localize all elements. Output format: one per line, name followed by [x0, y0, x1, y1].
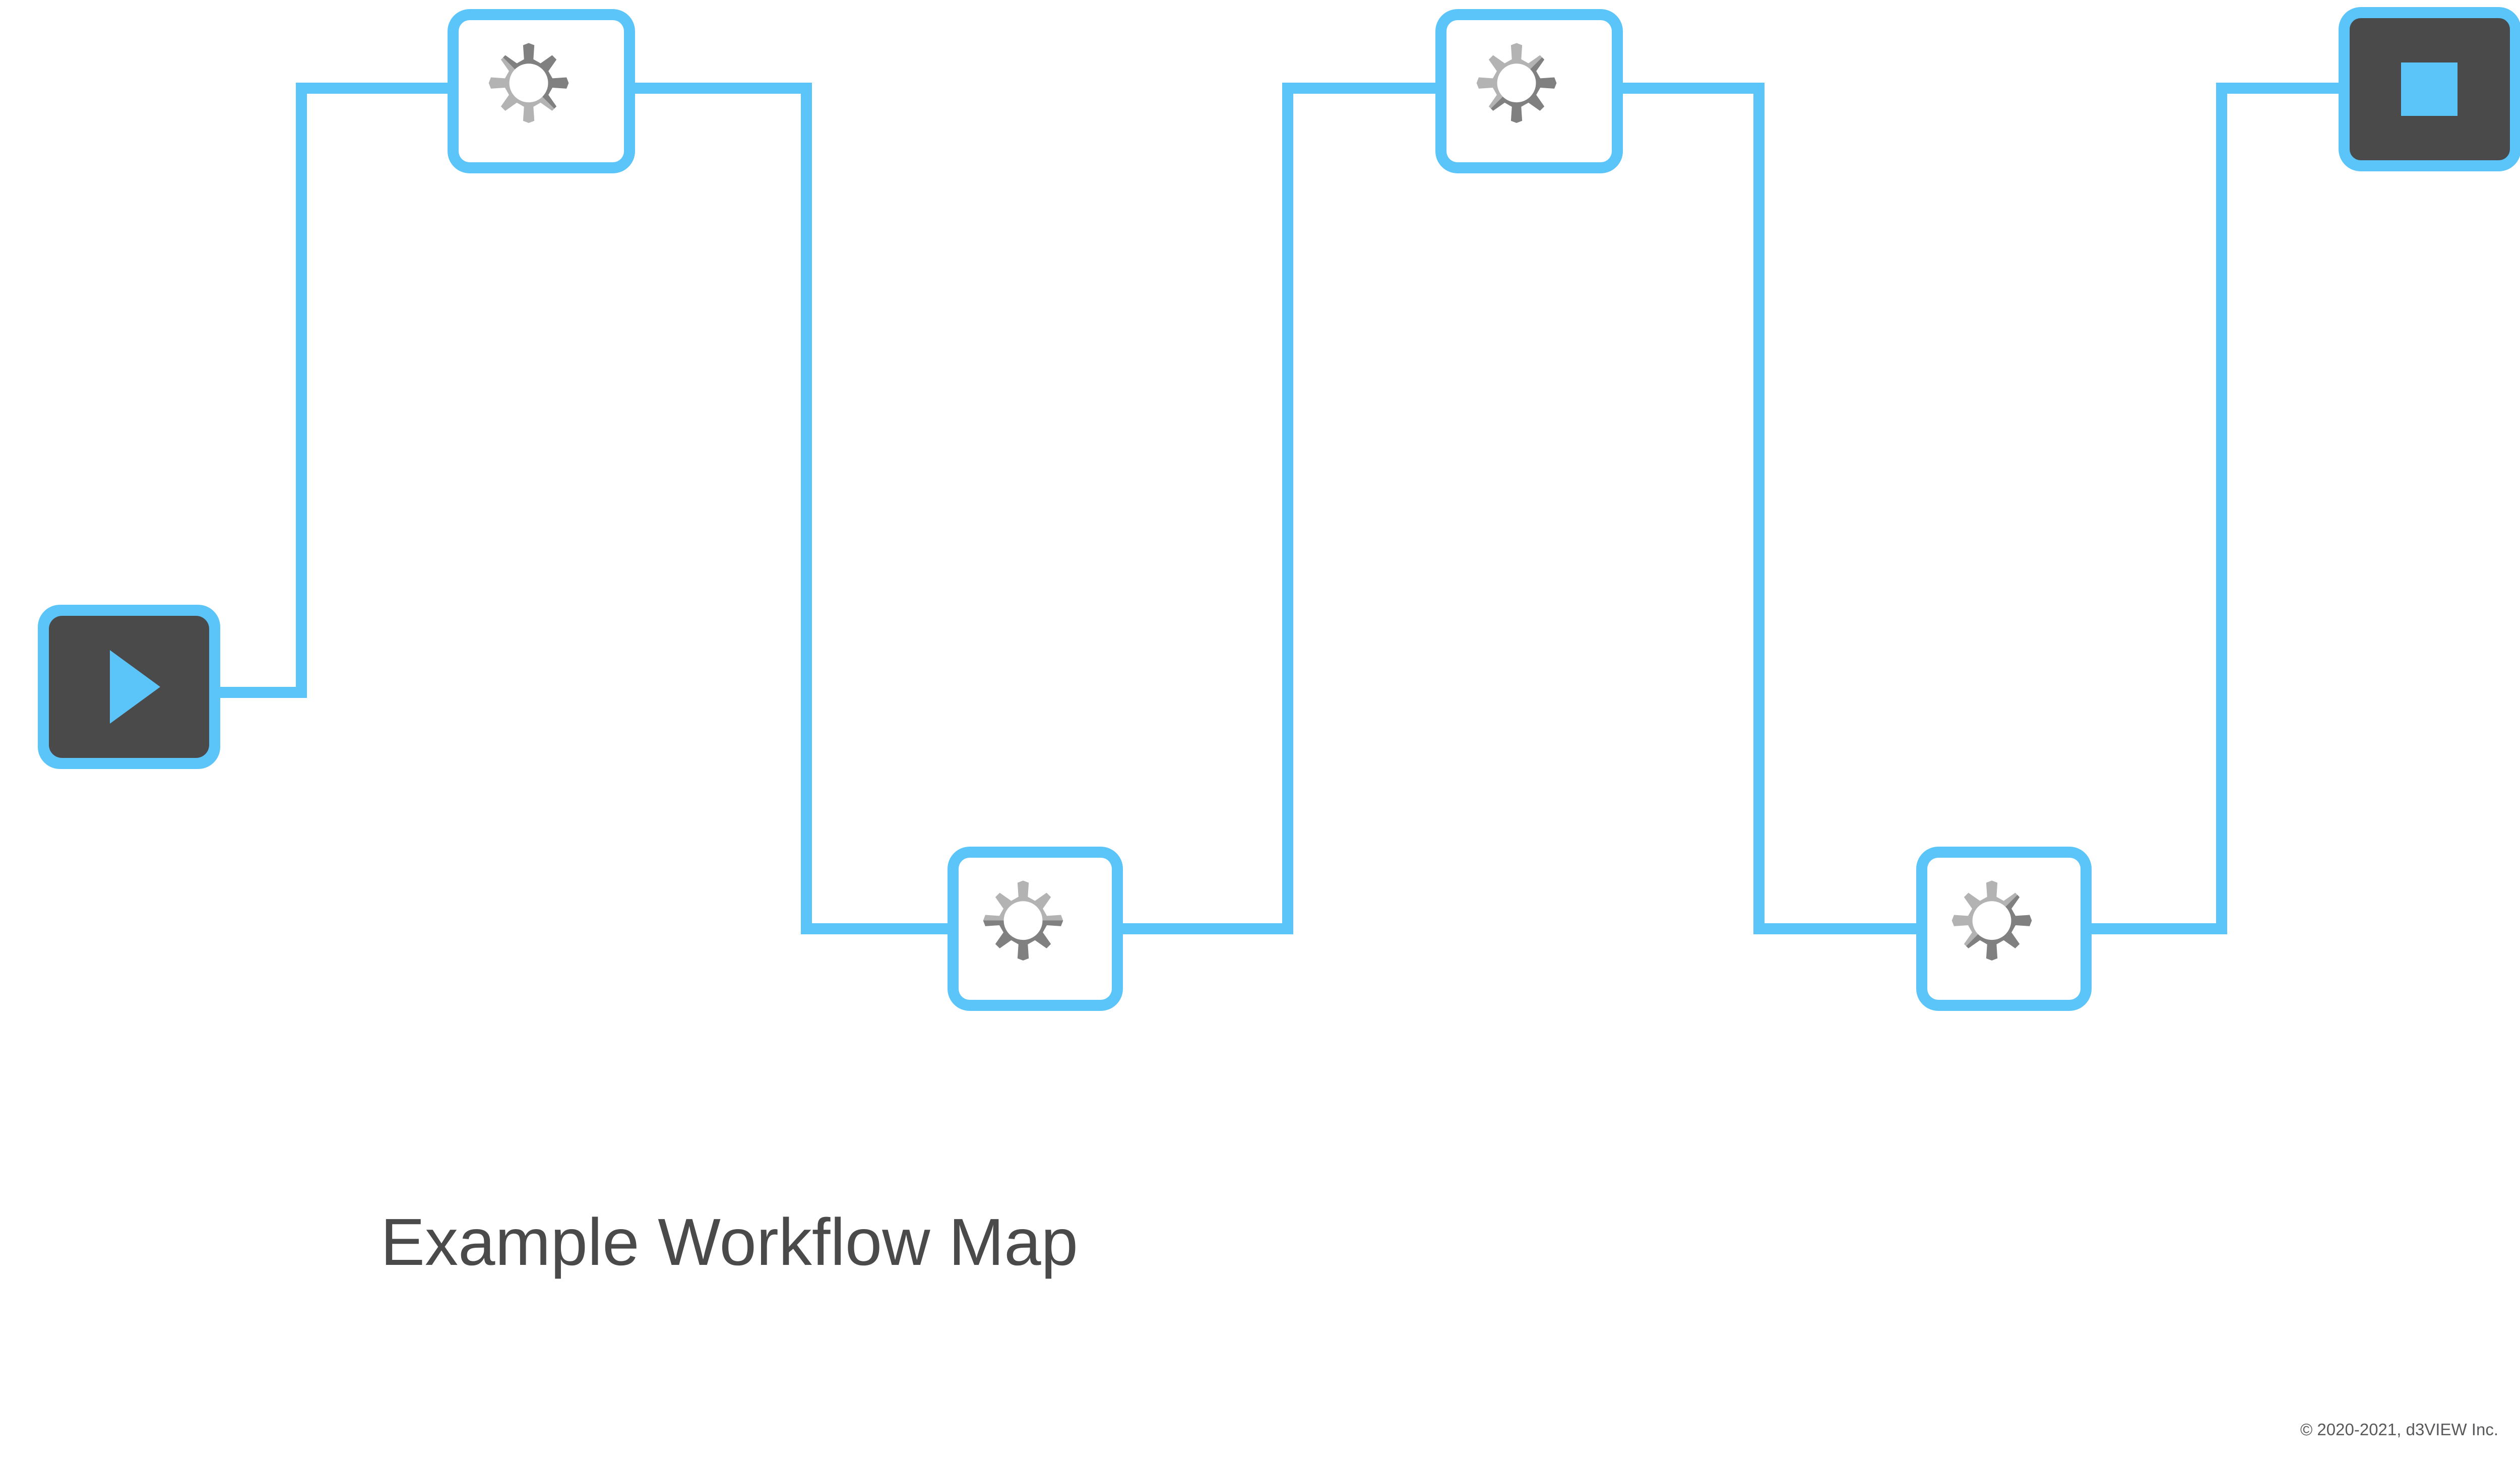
- connector-task-3-to-task-4[interactable]: [1623, 83, 1916, 934]
- node-task-1[interactable]: [448, 9, 635, 173]
- task-1-node-body: [459, 20, 624, 162]
- gear-icon: [983, 880, 1063, 961]
- page-title: Example Workflow Map: [381, 1205, 1079, 1279]
- task-3-node-body: [1446, 20, 1612, 162]
- node-start[interactable]: [38, 605, 220, 769]
- node-end[interactable]: [2339, 7, 2520, 171]
- connector-task-2-to-task-3[interactable]: [1123, 83, 1435, 934]
- stop-square-icon: [2401, 62, 2458, 116]
- node-task-4[interactable]: [1916, 847, 2092, 1011]
- node-task-2[interactable]: [948, 847, 1123, 1011]
- gear-icon: [488, 43, 569, 123]
- play-icon: [110, 650, 160, 724]
- task-4-node-body: [1927, 858, 2081, 1000]
- connector-start-to-task-1[interactable]: [220, 83, 448, 698]
- gear-icon: [1476, 43, 1557, 123]
- connector-layer: [220, 83, 2339, 934]
- task-2-node-body: [959, 858, 1112, 1000]
- connector-task-4-to-end[interactable]: [2092, 83, 2339, 934]
- node-task-3[interactable]: [1435, 9, 1623, 173]
- copyright-notice: © 2020-2021, d3VIEW Inc.: [2300, 1420, 2498, 1439]
- gear-icon: [1951, 880, 2032, 961]
- connector-task-1-to-task-2[interactable]: [635, 83, 948, 934]
